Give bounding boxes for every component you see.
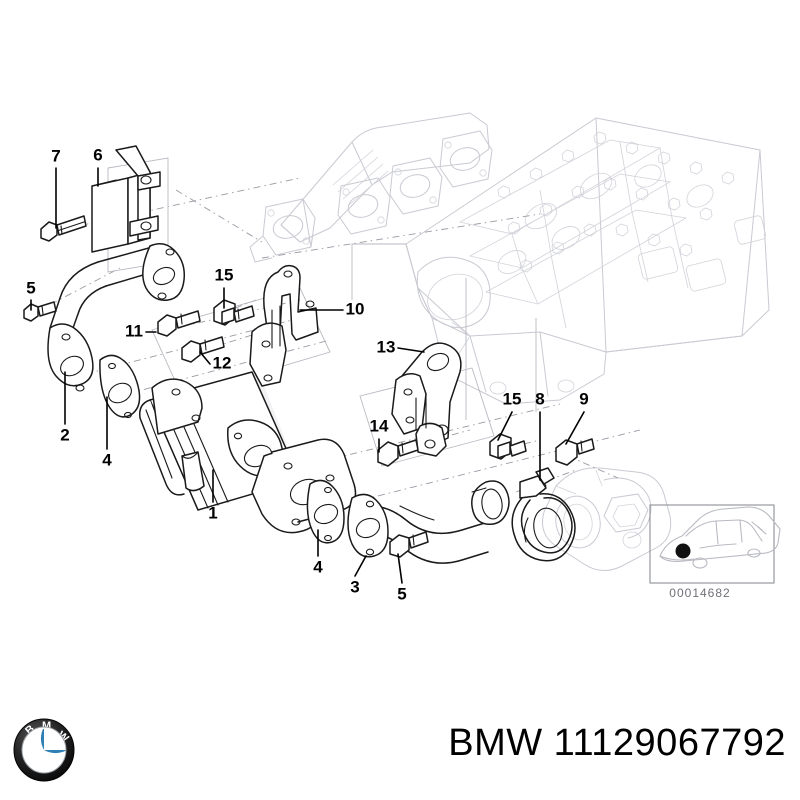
callout-3: 3: [350, 577, 359, 596]
part-number-text: BMW 11129067792: [448, 722, 786, 764]
part-15b-collar-screw: [489, 433, 527, 460]
callout-5b: 5: [397, 584, 406, 603]
part-2-return-pipe: [47, 243, 186, 392]
callout-5a: 5: [26, 278, 35, 297]
leader-lines: [30, 167, 585, 584]
callout-10: 10: [346, 299, 365, 318]
part-10-holder-bracket: [249, 264, 319, 387]
part-4b-gasket: [306, 479, 345, 544]
part-12-hex-bolt: [181, 336, 225, 363]
callout-4b: 4: [313, 557, 323, 576]
brand-footer: B M W BMW 11129067792: [0, 710, 800, 800]
callout-13: 13: [377, 337, 396, 356]
callout-8: 8: [535, 389, 544, 408]
callout-15a: 15: [215, 265, 234, 284]
part-4a-gasket: [99, 354, 141, 419]
intake-manifold: [249, 112, 493, 263]
callout-9: 9: [579, 389, 588, 408]
inset-code-label: 00014682: [669, 586, 730, 600]
part-6-support-bracket: [91, 145, 161, 253]
part-5b-hex-bolt: [389, 531, 429, 558]
callout-2: 2: [60, 425, 69, 444]
bmw-roundel-logo: B M W: [13, 718, 75, 782]
callout-12: 12: [213, 353, 232, 372]
cylinder-head: [405, 117, 770, 405]
callout-6: 6: [93, 145, 102, 164]
location-marker-dot: [675, 543, 691, 559]
car-silhouette: [659, 506, 781, 569]
part-9-hex-bolt: [555, 438, 595, 466]
part-11-hex-bolt: [157, 310, 201, 337]
callout-1: 1: [208, 503, 217, 522]
callout-4a: 4: [102, 450, 112, 469]
callout-7: 7: [51, 146, 60, 165]
svg-text:M: M: [42, 720, 51, 732]
callout-15b: 15: [503, 389, 522, 408]
callout-14: 14: [370, 416, 389, 435]
egr-valve-body: [542, 467, 672, 571]
part-14-hex-bolt: [377, 439, 419, 467]
part-1-egr-cooler: [138, 370, 357, 534]
part-7-hex-bolt: [40, 215, 87, 242]
part-13-bracket: [391, 342, 462, 457]
inset-frame: [649, 504, 775, 584]
callout-11: 11: [125, 321, 143, 340]
